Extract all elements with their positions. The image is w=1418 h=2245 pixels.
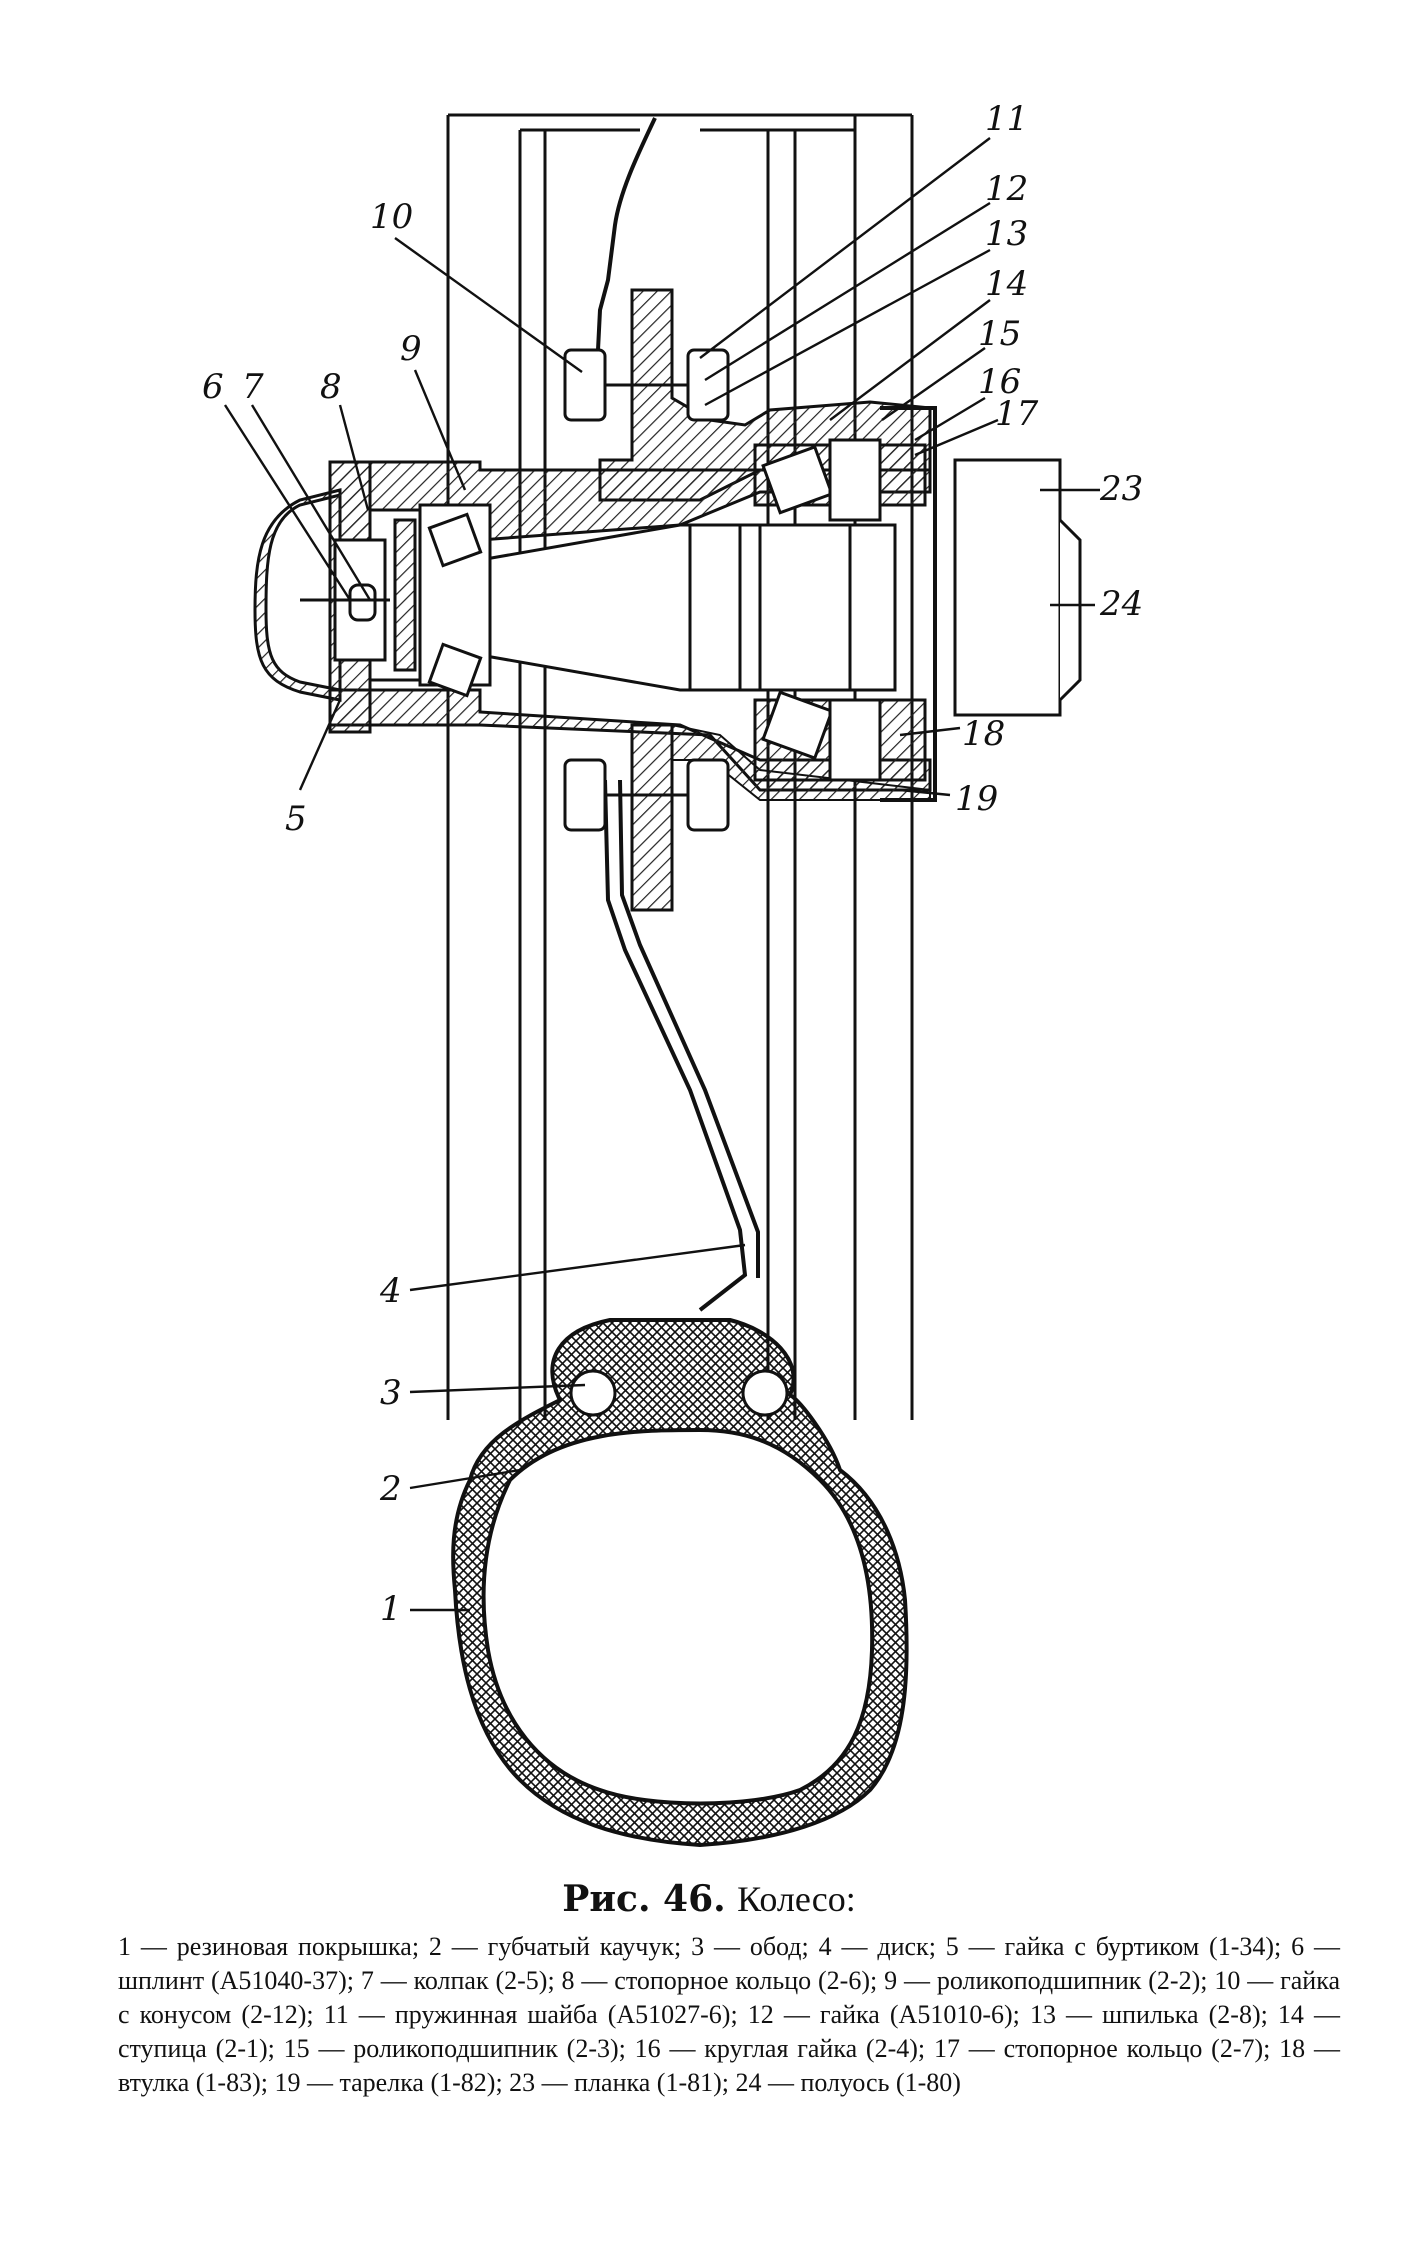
label-12: 12 xyxy=(985,169,1028,209)
label-16: 16 xyxy=(978,362,1021,402)
label-1: 1 xyxy=(380,1589,402,1629)
label-18: 18 xyxy=(962,714,1005,754)
bar-plate xyxy=(953,458,1082,717)
label-6: 6 xyxy=(202,367,224,407)
callout-labels: 10 11 12 13 14 15 16 17 9 8 6 7 5 23 24 … xyxy=(202,99,1143,1629)
label-17: 17 xyxy=(995,394,1039,434)
right-bearing xyxy=(761,438,882,782)
label-14: 14 xyxy=(985,264,1028,304)
figure-title: Колесо: xyxy=(737,1879,856,1919)
label-11: 11 xyxy=(985,99,1028,139)
label-7: 7 xyxy=(242,367,264,407)
figure-legend: 1 — резиновая покрышка; 2 — губчатый кау… xyxy=(118,1932,1340,2097)
label-15: 15 xyxy=(978,314,1021,354)
label-9: 9 xyxy=(400,329,422,369)
label-24: 24 xyxy=(1099,584,1143,624)
axle xyxy=(478,523,897,692)
label-2: 2 xyxy=(379,1469,402,1509)
label-4: 4 xyxy=(379,1271,402,1311)
label-19: 19 xyxy=(955,779,998,819)
disc xyxy=(596,117,760,1312)
label-8: 8 xyxy=(320,367,342,407)
figure-number: Рис. 46. xyxy=(562,1878,726,1920)
tire xyxy=(451,1318,909,1848)
wheel-cross-section-drawing: 10 11 12 13 14 15 16 17 9 8 6 7 5 23 24 … xyxy=(202,99,1143,1848)
label-23: 23 xyxy=(1099,469,1143,509)
label-10: 10 xyxy=(370,197,413,237)
label-3: 3 xyxy=(380,1373,402,1413)
label-5: 5 xyxy=(285,799,307,839)
left-assembly xyxy=(253,460,492,734)
label-13: 13 xyxy=(985,214,1028,254)
figure-caption: Рис. 46. Колесо: xyxy=(0,1878,1418,1920)
leader-lines xyxy=(223,137,1100,1612)
